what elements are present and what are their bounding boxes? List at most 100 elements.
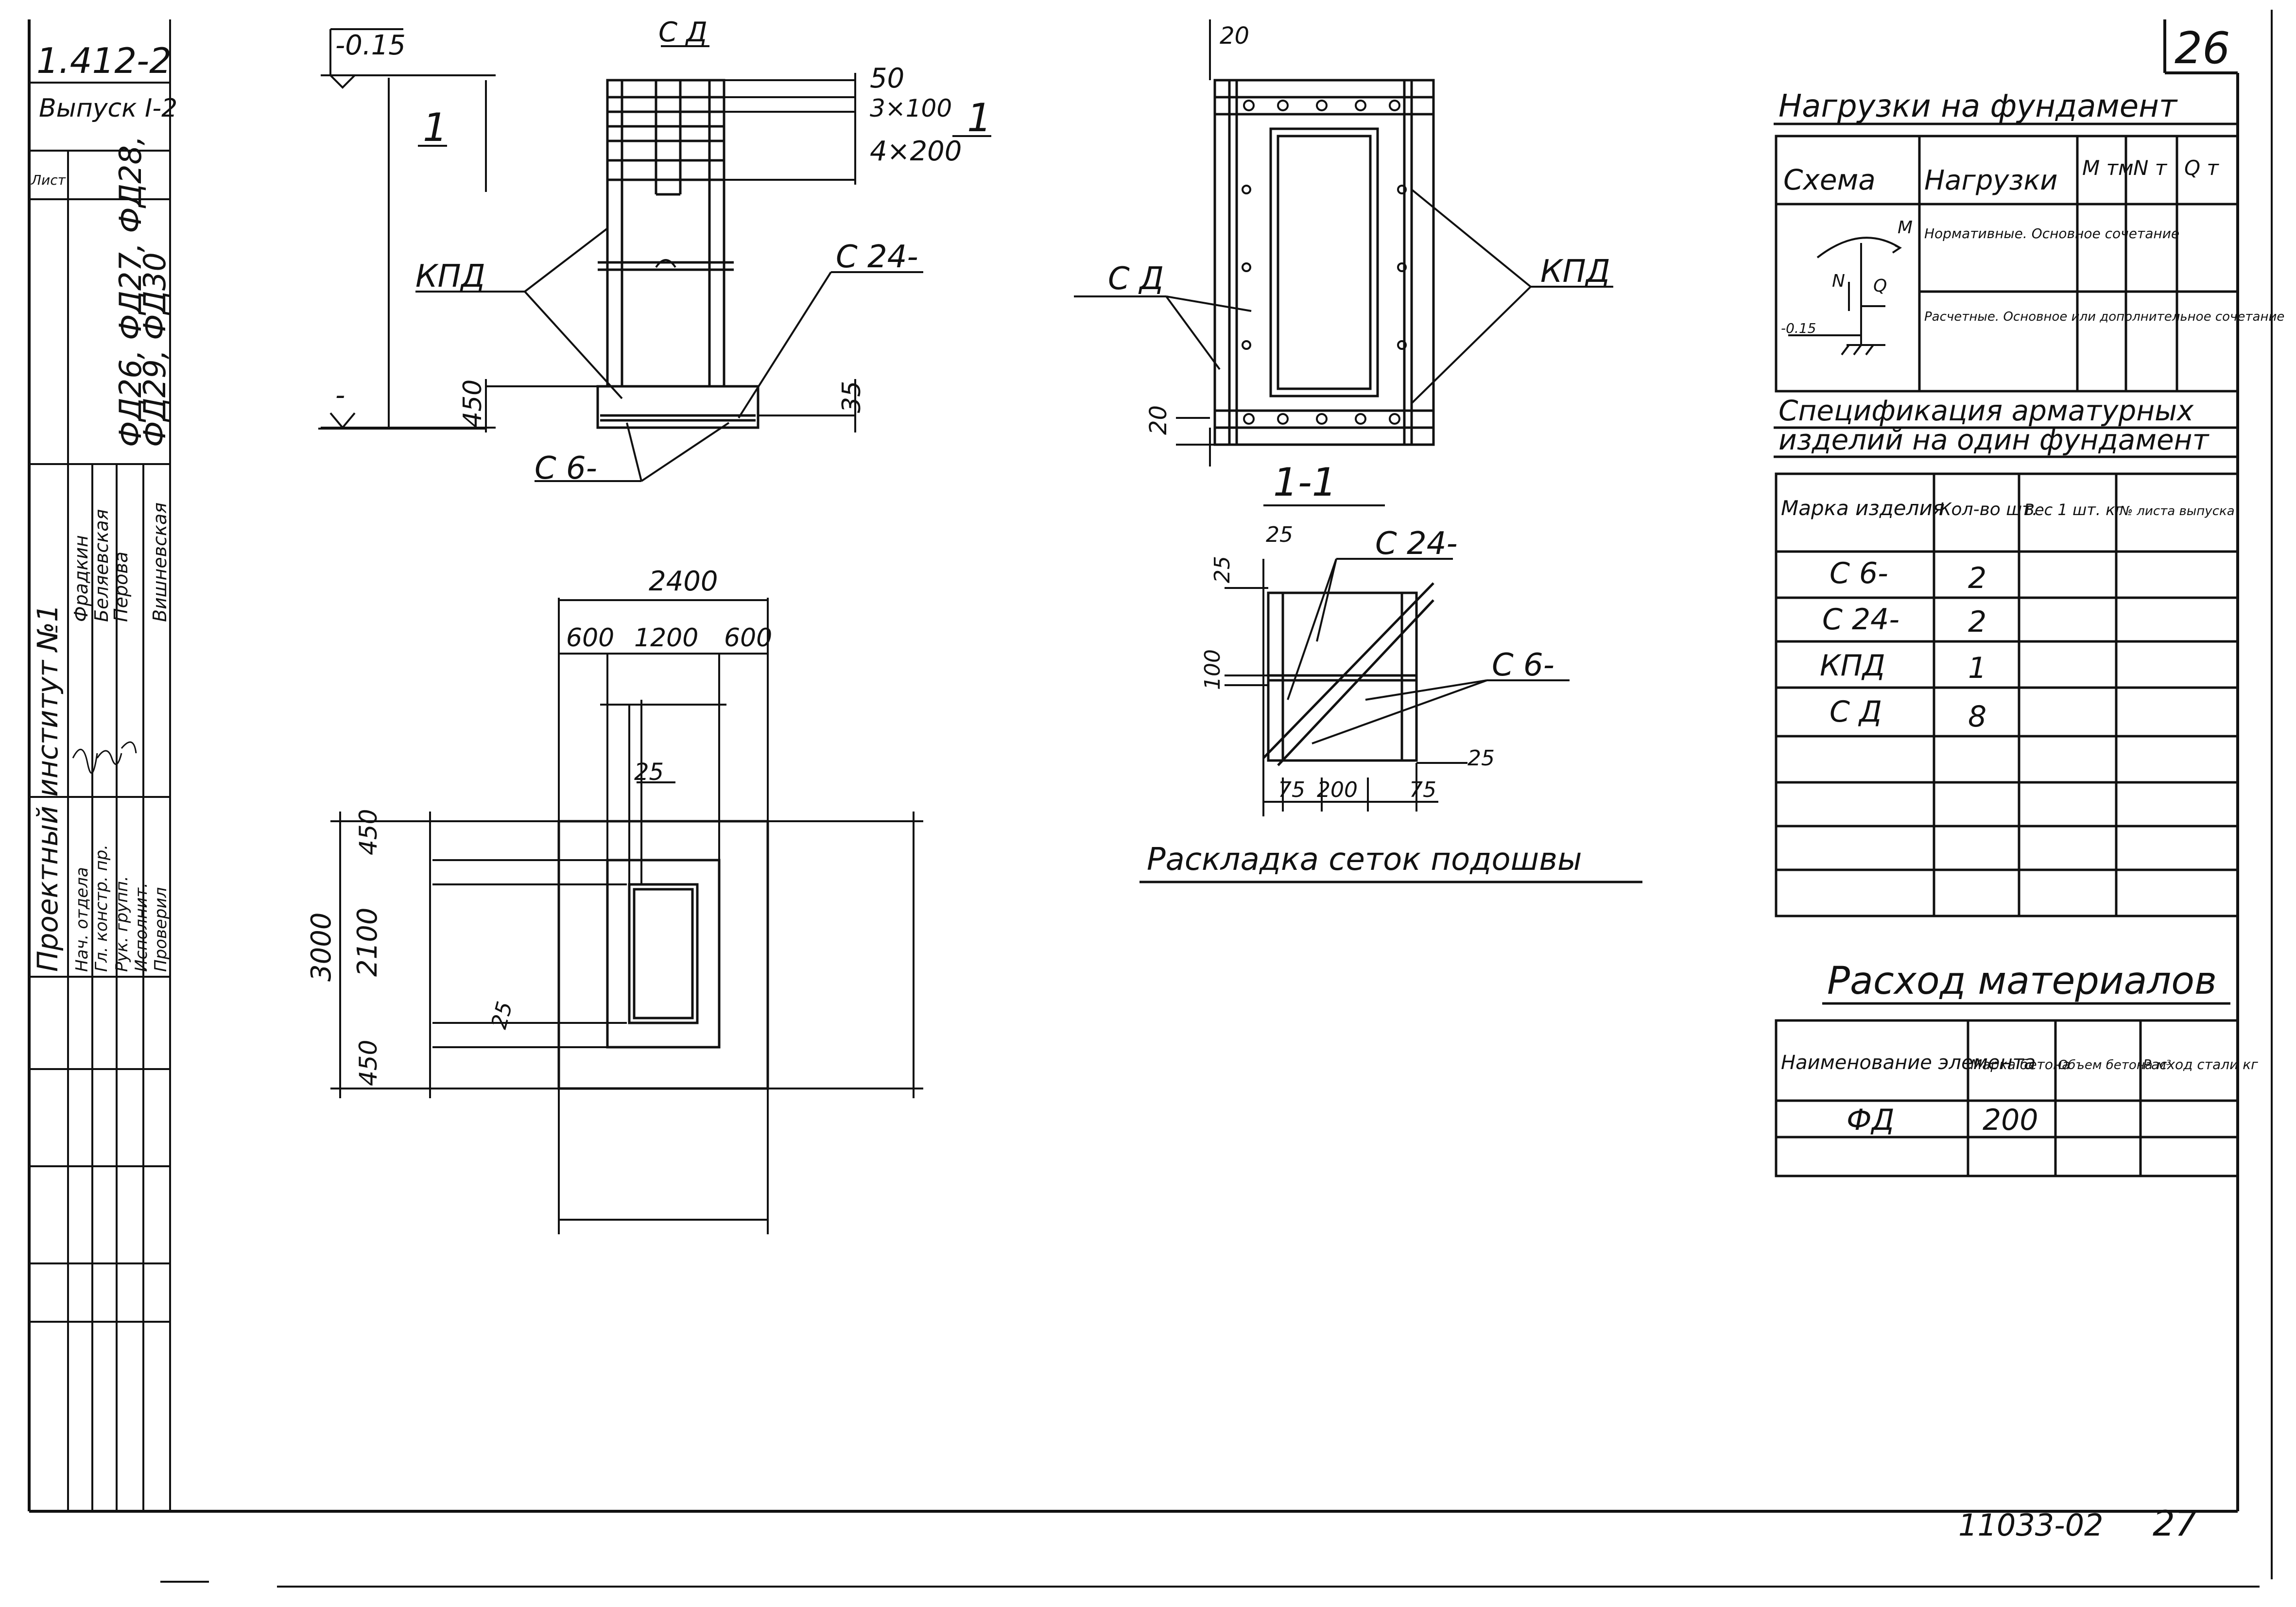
s11-dim-right: 25	[1467, 746, 1495, 771]
cage-bottom-dim: 20	[1145, 405, 1172, 435]
loads-row-1: Нормативные. Основное сочетание	[1924, 225, 2179, 242]
stamp-role: Исполнит.	[132, 882, 151, 972]
stamp-marks-2: ФД29, ФД30	[137, 252, 173, 447]
sheet-frame	[28, 10, 2273, 1588]
stamp-list-label: Лист	[31, 172, 66, 188]
plan-view: 2400 600 1200 600 25 3000 450 2100 450 2…	[306, 566, 923, 1234]
plan-gap-left: 25	[486, 999, 518, 1032]
spec-table: Спецификация арматурных изделий на один …	[1774, 394, 2239, 917]
stamp-series: 1.412-2	[36, 40, 172, 81]
plan-height-mid: 2100	[352, 907, 383, 977]
spec-row-qty: 2	[1968, 561, 1986, 595]
page-number: 27	[2153, 1503, 2197, 1544]
level-bottom: -	[335, 380, 345, 411]
spec-row-qty: 1	[1968, 651, 1986, 685]
spec-header-mark: Марка изделия	[1781, 496, 1945, 520]
section-caption: Раскладка сеток подошвы	[1147, 842, 1582, 878]
plan-gap-top: 25	[634, 759, 664, 786]
callout-s24: С 24-	[836, 239, 918, 275]
signature-scribble	[72, 741, 137, 774]
side-stamp: 1.412-2 Выпуск I-2 Лист ФД26, ФД27, ФД28…	[29, 19, 177, 1511]
spec-row-mark: С 6-	[1830, 556, 1888, 590]
materials-header-name: Наименование элемента	[1781, 1052, 2036, 1074]
dim-base: 450	[458, 380, 487, 428]
plan-height-top: 450	[354, 809, 382, 855]
level-top: -0.15	[335, 30, 406, 61]
cage-top-dim: 20	[1220, 22, 1249, 50]
stamp-roles: Нач. отдела Гл. констр. пр. Рук. групп. …	[70, 502, 171, 972]
loads-scheme-diagram	[1788, 237, 1902, 356]
loads-table: Нагрузки на фундамент Схема Нагрузки M т…	[1774, 88, 2284, 393]
spec-row-mark: С Д	[1830, 695, 1882, 729]
loads-row-2: Расчетные. Основное или дополнительное с…	[1924, 310, 2284, 324]
loads-header-n: N т	[2133, 156, 2168, 180]
stamp-role: Проверил	[151, 887, 171, 972]
plan-height-bottom: 450	[354, 1040, 382, 1086]
loads-header-loads: Нагрузки	[1924, 165, 2058, 196]
materials-header-grade: Марка бетона	[1970, 1056, 2070, 1072]
dim-cover: 35	[837, 381, 866, 413]
callout-kpd: КПД	[415, 259, 485, 294]
doc-code: 11033-02	[1958, 1507, 2104, 1543]
s11-callout-s6: С 6-	[1492, 647, 1554, 683]
scheme-label-q: Q	[1873, 276, 1887, 296]
stamp-name: Перова	[110, 552, 132, 622]
materials-header-steel: Расход стали кг	[2143, 1056, 2258, 1072]
spec-header-qty: Кол-во шт.	[1939, 500, 2038, 519]
spec-title-2: изделий на один фундамент	[1778, 423, 2210, 456]
scheme-label-level: -0.15	[1781, 320, 1816, 336]
stamp-name: Беляевская	[91, 509, 112, 622]
dim-right-1: 50	[870, 63, 904, 94]
sheet-number-box: 26	[2163, 19, 2238, 74]
materials-row-name: ФД	[1847, 1103, 1895, 1137]
section-mark-left: 1	[423, 105, 448, 150]
loads-header-q: Q т	[2184, 156, 2219, 180]
loads-header-scheme: Схема	[1783, 163, 1876, 196]
stamp-role: Гл. констр. пр.	[92, 845, 111, 972]
stamp-institute: Проектный институт №1	[31, 604, 64, 972]
sheet-number: 26	[2175, 23, 2230, 74]
s11-dim-bottom-1: 75	[1278, 778, 1305, 802]
cage-callout-kpd: КПД	[1540, 254, 1610, 290]
plan-width-total: 2400	[649, 566, 718, 597]
cage-callout-sd: С Д	[1108, 261, 1164, 297]
materials-row-grade: 200	[1983, 1103, 2038, 1137]
s11-dim-bottom-3: 75	[1409, 778, 1436, 802]
plan-width-right: 600	[724, 623, 772, 653]
s11-callout-s24: С 24-	[1375, 526, 1458, 562]
spec-header-sheet: № листа выпуска	[2119, 504, 2235, 518]
s11-dim-left-2: 100	[1200, 649, 1225, 690]
cage-plan-view: 20 20 С Д КПД	[1074, 19, 1613, 467]
section-mark-right: 1	[967, 95, 992, 140]
materials-table: Расход материалов Наименование элемента …	[1775, 959, 2258, 1177]
spec-row-qty: 8	[1968, 700, 1986, 734]
spec-header-weight: Вес 1 шт. кг	[2024, 501, 2123, 519]
plan-height-total: 3000	[306, 912, 337, 982]
elevation-view: -0.15 - 1	[318, 17, 992, 486]
scheme-label-n: N	[1832, 271, 1845, 291]
materials-title: Расход материалов	[1827, 959, 2217, 1003]
stamp-role: Рук. групп.	[112, 876, 132, 972]
s11-dim-bottom-2: 200	[1317, 778, 1358, 802]
section-1-1: 1-1 25 100 25 75 200 75 25	[1139, 460, 1642, 883]
materials-header-volume: Объем бетона м³	[2058, 1058, 2171, 1072]
spec-title-1: Спецификация арматурных	[1778, 394, 2194, 427]
stamp-name: Фрадкин	[70, 535, 92, 622]
spec-row-mark: КПД	[1820, 649, 1885, 683]
stamp-name: Вишневская	[149, 502, 171, 622]
callout-s6: С 6-	[535, 450, 597, 486]
dim-right-2: 3×100	[870, 94, 952, 122]
plan-width-left: 600	[566, 623, 614, 653]
loads-title: Нагрузки на фундамент	[1778, 88, 2178, 124]
loads-header-m: M тм	[2082, 156, 2134, 180]
section-title: 1-1	[1273, 460, 1337, 505]
dim-right-3: 4×200	[870, 136, 962, 167]
callout-sd: С Д	[658, 17, 708, 48]
spec-row-mark: С 24-	[1822, 603, 1899, 637]
stamp-marks-1: ФД26, ФД27, ФД28,	[113, 136, 148, 447]
plan-width-mid: 1200	[634, 623, 698, 653]
s11-dim-left-1: 25	[1210, 556, 1235, 583]
stamp-issue: Выпуск I-2	[39, 94, 177, 123]
s11-dim-top: 25	[1266, 522, 1293, 547]
